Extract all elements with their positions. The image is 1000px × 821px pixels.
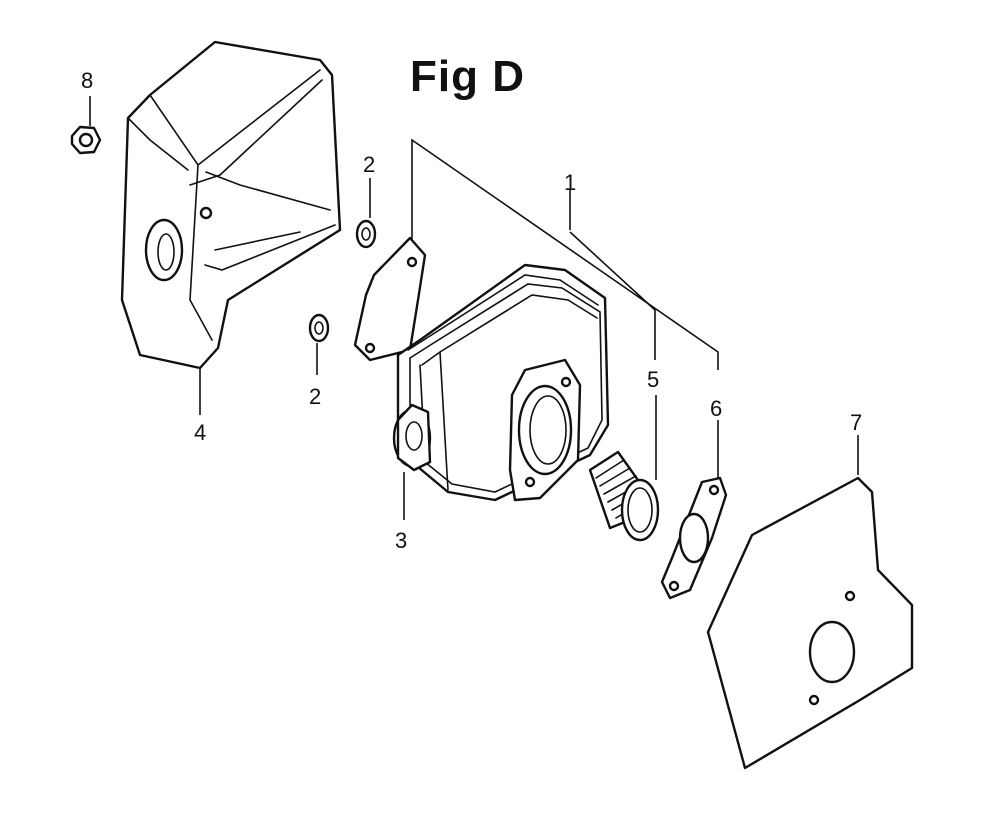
callout-7: 7 (850, 410, 862, 435)
callout-6: 6 (710, 396, 722, 421)
part-8-nut (70, 96, 102, 155)
part-3-bolt (392, 403, 432, 520)
callout-1: 1 (564, 170, 576, 195)
part-7-cover-plate (706, 435, 914, 770)
callout-5: 5 (647, 367, 659, 392)
part-5-spark-arrester (588, 395, 660, 542)
callout-3: 3 (395, 528, 407, 553)
callout-4: 4 (194, 420, 206, 445)
part-2-washer-upper (355, 178, 377, 249)
callout-2-lower: 2 (309, 384, 321, 409)
part-1-gasket-plate (353, 236, 427, 362)
part-1-assembly-bracket (411, 138, 719, 370)
part-6-exhaust-gasket (660, 420, 728, 600)
part-2-washer-lower (308, 313, 330, 375)
part-4-muffler-protector (120, 40, 342, 370)
figure-title: Fig D (410, 52, 525, 101)
callout-labels: 8 2 1 2 4 3 5 6 7 (81, 68, 862, 553)
part-1-muffler-body (396, 263, 610, 502)
callout-8: 8 (81, 68, 93, 93)
callout-2-upper: 2 (363, 152, 375, 177)
